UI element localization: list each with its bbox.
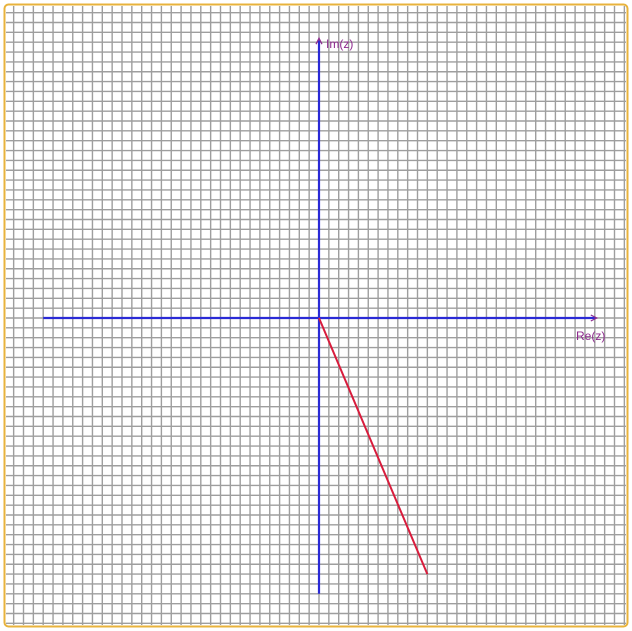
real-axis-arrow-icon (590, 314, 599, 322)
vector-series (318, 317, 429, 575)
grid-lines (6, 6, 626, 625)
plot-border (3, 3, 629, 628)
imaginary-axis-label: Im(z) (326, 37, 353, 51)
vector-segment (318, 317, 429, 575)
real-axis-label: Re(z) (576, 329, 605, 343)
imaginary-axis-arrow-icon (315, 36, 323, 45)
